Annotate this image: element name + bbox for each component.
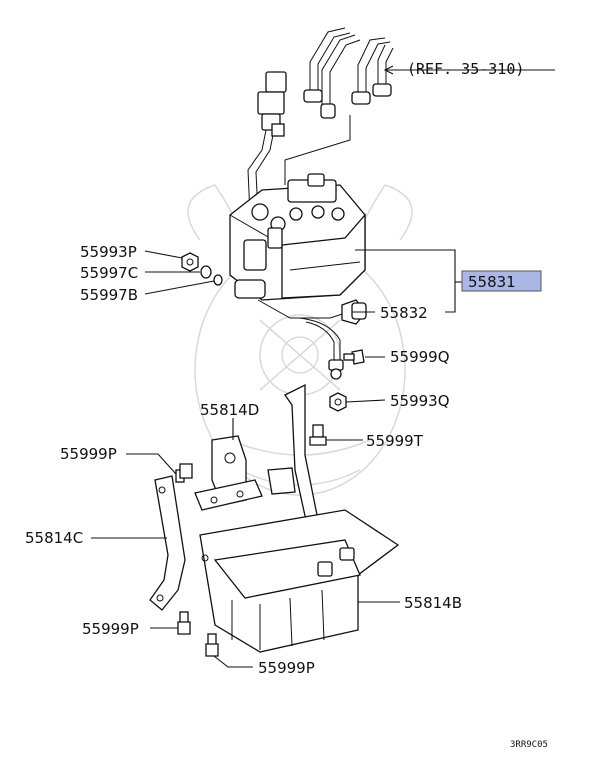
nut-55993P <box>181 252 199 272</box>
highlight-box-55831 <box>461 270 542 292</box>
callout-55999P-upper: 55999P <box>60 445 117 463</box>
reference-label: (REF. 35-310) <box>407 60 524 78</box>
bolt-55999T <box>309 424 327 446</box>
image-code: 3RR9C05 <box>510 740 548 750</box>
ground-cable <box>299 317 341 360</box>
callout-55831: 55831 <box>468 273 516 291</box>
abs-hydraulic-unit <box>229 173 366 319</box>
callout-55999P-lower-left: 55999P <box>82 620 139 638</box>
brake-pipes <box>303 27 394 119</box>
callout-55993P: 55993P <box>80 243 137 261</box>
ground-cable-2 <box>305 321 335 360</box>
tray-55814B <box>199 509 400 653</box>
callout-55832: 55832 <box>380 304 428 322</box>
callout-55814D: 55814D <box>200 401 259 419</box>
bracket-55814D <box>194 435 263 511</box>
leader-lines <box>91 249 462 668</box>
callout-55999Q: 55999Q <box>390 348 450 366</box>
bolt-55999P-upper <box>175 463 193 483</box>
callout-55814B: 55814B <box>404 594 462 612</box>
callout-55997B: 55997B <box>80 286 138 304</box>
reference-arrow <box>383 65 394 75</box>
ground-ring <box>330 368 342 380</box>
bolt-55999P-lower-right <box>205 633 219 657</box>
nut-55993Q <box>329 392 347 412</box>
bracket-55814C <box>149 475 186 611</box>
bolt-55999P-lower-left <box>177 611 191 635</box>
callout-55999T: 55999T <box>366 432 424 450</box>
washer-55997B <box>213 274 223 286</box>
callout-55814C: 55814C <box>25 529 83 547</box>
callout-55997C: 55997C <box>80 264 138 282</box>
callout-55999P-lower-right: 55999P <box>258 659 315 677</box>
bolt-55999Q <box>343 349 365 365</box>
washer-55997C <box>200 265 212 279</box>
callout-55993Q: 55993Q <box>390 392 450 410</box>
pipe-connection-line <box>284 115 351 185</box>
